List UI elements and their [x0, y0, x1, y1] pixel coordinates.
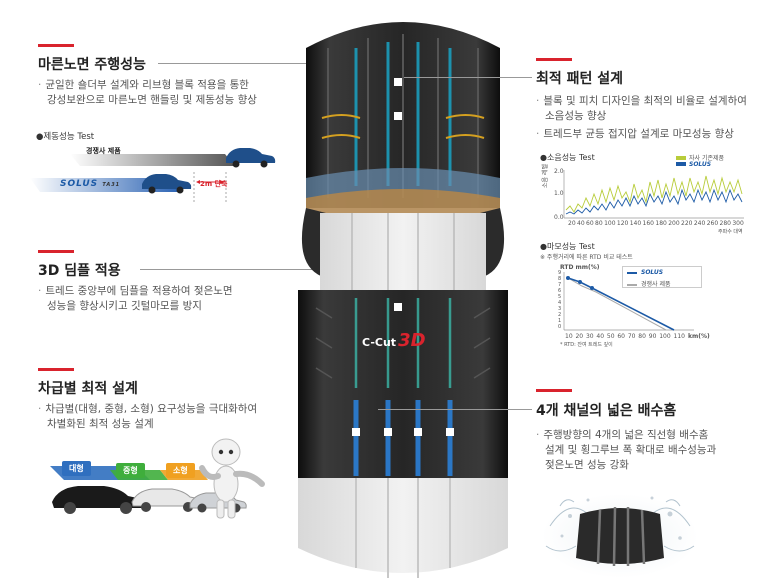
noise-xtick: 300 — [732, 220, 744, 227]
mascot-figure — [199, 438, 265, 519]
wear-ytick: 6 — [558, 288, 562, 294]
dimple-section-bar — [38, 250, 74, 253]
noise-ytick-1: 1.0 — [554, 190, 564, 197]
wear-series-solus — [567, 277, 675, 331]
noise-ytick-2: 2.0 — [554, 168, 564, 175]
pattern-section-bar — [536, 58, 572, 61]
wear-ytick: 5 — [558, 294, 562, 300]
noise-xtick: 260 — [706, 220, 719, 227]
groove-section-title: 4개 채널의 넓은 배수홈 — [536, 403, 677, 419]
pattern-description: ·블록 및 피치 디자인을 최적의 비율로 설계하여 소음성능 향상 ·트레드부… — [536, 95, 747, 140]
tag-small: 소형 — [166, 463, 195, 478]
braking-test-graphic — [30, 148, 276, 202]
dimple-section-title: 3D 딤플 적용 — [38, 263, 121, 279]
wear-test-label: ●마모성능 Test — [540, 242, 595, 251]
wear-series-old — [567, 277, 667, 331]
noise-xtick: 120 — [616, 220, 629, 227]
wear-xtick: 30 — [585, 333, 594, 340]
noise-test-label: ●소음성능 Test — [540, 153, 595, 162]
groove-description: ·주행방향의 4개의 넓은 직선형 배수홈 설계 및 횡그루브 폭 확대로 배수… — [536, 429, 717, 471]
wear-xtick: 20 — [575, 333, 584, 340]
wear-xtick: 80 — [638, 333, 646, 340]
groove-leader-line — [378, 409, 532, 410]
tag-large: 대형 — [62, 461, 91, 476]
noise-xtick: 80 — [595, 220, 603, 227]
wear-ytick: 4 — [558, 300, 562, 306]
wear-ytick: 0 — [558, 324, 562, 330]
noise-ytick-0: 0.0 — [554, 214, 564, 221]
wear-xunit: km(%) — [688, 333, 710, 340]
noise-xtick: 100 — [604, 220, 616, 227]
vehicle-section-title: 차급별 최적 설계 — [38, 381, 138, 397]
wear-note: * RTD: 잔여 트레드 깊이 — [560, 342, 613, 348]
wear-legend: SOLUS 경쟁사 제품 — [622, 266, 702, 288]
wear-xtick: 90 — [648, 333, 657, 340]
noise-legend-old: 자사 기존제품 — [676, 153, 724, 162]
noise-xtick: 40 — [577, 220, 585, 227]
wear-ytick: 9 — [558, 270, 562, 276]
solus-car-icon — [142, 174, 192, 194]
wear-ytick: 7 — [558, 282, 562, 288]
braking-test-label: ●제동성능 Test — [36, 132, 95, 142]
dry-section-bar — [38, 44, 74, 47]
wear-chart — [563, 272, 694, 331]
dry-leader-line — [158, 63, 392, 64]
dry-description: ·균일한 숄더부 설계와 리브형 블록 적용을 통한 강성보완으로 마른노면 핸… — [38, 79, 257, 106]
noise-xtick: 20 — [568, 220, 576, 227]
dry-section-title: 마른노면 주행성능 — [38, 57, 146, 73]
noise-xtick: 240 — [693, 220, 706, 227]
noise-xunit: 주파수 대역 — [718, 229, 743, 235]
tag-mid: 중형 — [116, 463, 145, 478]
noise-xtick: 200 — [668, 220, 680, 227]
wear-ytick: 2 — [558, 312, 562, 318]
noise-xtick: 140 — [629, 220, 642, 227]
dimple-description: ·트레드 중앙부에 딤플을 적용하여 젖은노면 성능을 향상시키고 깃털마모를 … — [38, 285, 233, 312]
wear-xtick: 60 — [617, 333, 625, 340]
noise-xtick: 160 — [642, 220, 654, 227]
wear-xtick: 70 — [627, 333, 636, 340]
noise-legend-new: SOLUS — [676, 161, 711, 168]
noise-xticks: 20 40 60 80 100 120 140 160 180 200 220 … — [568, 220, 744, 227]
noise-xtick: 60 — [586, 220, 594, 227]
noise-chart — [563, 170, 744, 219]
shorten-label: 2m 단축 — [200, 180, 228, 188]
wear-xtick: 50 — [606, 333, 615, 340]
vehicle-description: ·차급별(대형, 중형, 소형) 요구성능을 극대화하여 차별화된 최적 성능 … — [38, 403, 258, 430]
competitor-label: 경쟁사 제품 — [86, 147, 121, 155]
noise-series-solus — [565, 188, 743, 215]
noise-xtick: 220 — [681, 220, 693, 227]
mid-car-icon — [131, 488, 204, 512]
wear-ytick: 3 — [558, 306, 562, 312]
solus-logo: SOLUS TA31 — [60, 179, 121, 189]
noise-series-old — [565, 175, 743, 213]
wear-subtitle: ※ 주행거리에 따른 RTD 비교 테스트 — [540, 254, 633, 261]
wear-xtick: 100 — [659, 333, 671, 340]
water-splash-tire-image — [542, 494, 698, 578]
competitor-car-icon — [226, 148, 276, 168]
vehicle-section-bar — [38, 368, 74, 371]
noise-xtick: 180 — [655, 220, 667, 227]
dimple-leader-line — [140, 269, 400, 270]
wear-xticks: 10 20 30 40 50 60 70 80 90 100 110 — [565, 333, 685, 340]
large-car-icon — [52, 486, 147, 514]
noise-xtick: 280 — [719, 220, 731, 227]
wear-yticks: 9 8 7 6 5 4 3 2 1 0 — [558, 270, 561, 330]
wear-xtick: 10 — [565, 333, 573, 340]
wear-ytick: 8 — [558, 276, 562, 282]
noise-yaxis-label: 소음 레벨 — [542, 164, 549, 188]
pattern-leader-line — [404, 77, 532, 78]
wear-xtick: 110 — [673, 333, 685, 340]
wear-xtick: 40 — [596, 333, 605, 340]
groove-section-bar — [536, 389, 572, 392]
wear-yunit: RTD mm(%) — [560, 264, 600, 271]
pattern-section-title: 최적 패턴 설계 — [536, 71, 624, 87]
wear-ytick: 1 — [558, 318, 562, 324]
